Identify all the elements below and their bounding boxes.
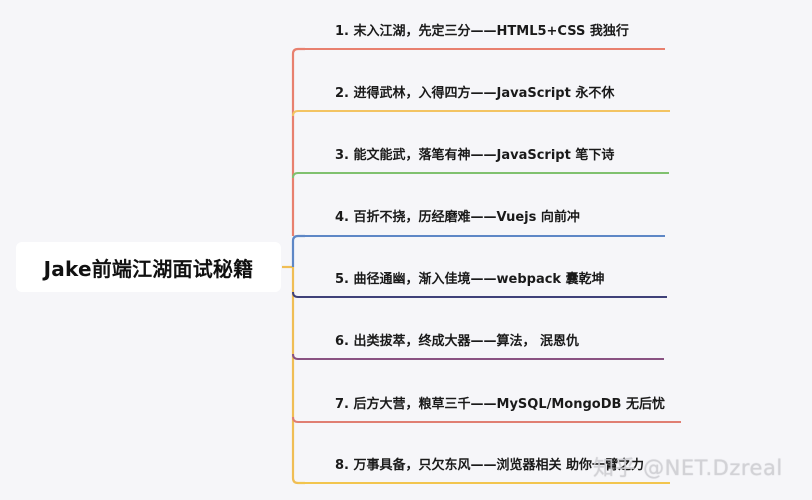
spine-lower (291, 267, 305, 485)
branch-7-line (292, 416, 681, 423)
branch-5-line (292, 291, 667, 298)
branch-3-label[interactable]: 3. 能文能武，落笔有神——JavaScript 笔下诗 (335, 148, 615, 163)
branch-8-label[interactable]: 8. 万事具备，只欠东风——浏览器相关 助你一臂之力 (335, 458, 645, 473)
branch-2-label[interactable]: 2. 进得武林，入得四方——JavaScript 永不休 (335, 86, 615, 101)
spine-upper (291, 47, 305, 236)
spine-middle (291, 234, 305, 267)
branch-3-line (292, 172, 669, 179)
branch-6-label[interactable]: 6. 出类拔萃，终成大器——算法， 泯恩仇 (335, 334, 580, 349)
root-node-label: Jake前端江湖面试秘籍 (43, 256, 254, 281)
branch-7-label[interactable]: 7. 后方大营，粮草三千——MySQL/MongoDB 无后忧 (335, 397, 665, 412)
branch-4-label[interactable]: 4. 百折不挠，历经磨难——Vuejs 向前冲 (335, 210, 580, 225)
branch-6-line (292, 353, 664, 360)
branch-1-label[interactable]: 1. 末入江湖，先定三分——HTML5+CSS 我独行 (335, 24, 629, 39)
root-node[interactable]: Jake前端江湖面试秘籍 (16, 242, 281, 292)
branch-5-label[interactable]: 5. 曲径通幽，渐入佳境——webpack 囊乾坤 (335, 272, 605, 287)
branch-2-line (292, 110, 670, 117)
